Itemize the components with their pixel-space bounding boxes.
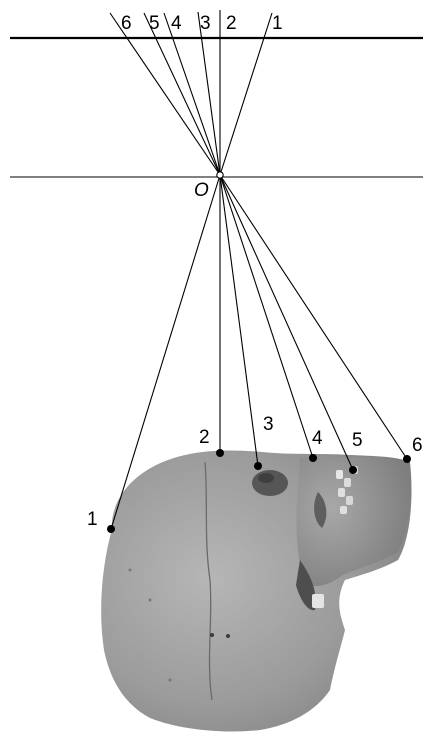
bottom-label-3: 3 (263, 414, 274, 435)
bottom-label-2: 2 (199, 427, 210, 448)
bottom-label-4: 4 (312, 428, 323, 449)
origin-point (217, 172, 223, 178)
bottom-label-6: 6 (412, 435, 423, 456)
landmark-point-2 (216, 449, 224, 457)
bottom-label-1: 1 (87, 509, 98, 530)
lower-ray-5 (220, 175, 353, 470)
lower-ray-6 (220, 175, 407, 459)
top-label-3: 3 (200, 13, 211, 34)
landmark-point-4 (309, 454, 317, 462)
landmark-point-3 (254, 462, 262, 470)
upper-rays (110, 10, 272, 175)
bottom-label-5: 5 (352, 430, 363, 451)
top-label-2: 2 (226, 13, 237, 34)
skull-image (101, 450, 411, 731)
landmark-point-6 (403, 455, 411, 463)
origin-label: O (194, 180, 209, 201)
top-label-5: 5 (149, 13, 160, 34)
landmark-point-1 (107, 525, 115, 533)
lower-ray-3 (220, 175, 258, 466)
skull-face (297, 457, 411, 586)
top-label-1: 1 (272, 13, 283, 34)
top-label-4: 4 (171, 13, 182, 34)
top-label-6: 6 (121, 13, 132, 34)
landmark-point-5 (349, 466, 357, 474)
